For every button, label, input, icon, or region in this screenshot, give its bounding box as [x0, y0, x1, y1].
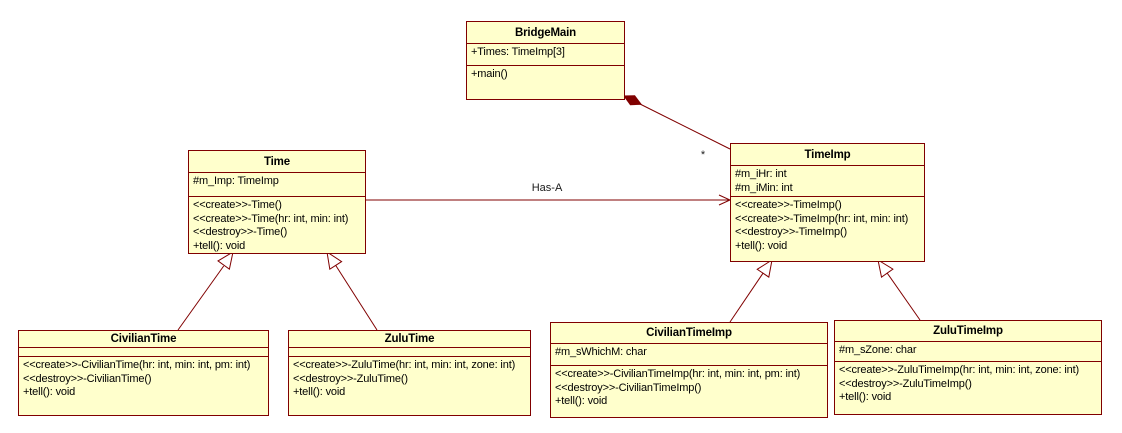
- class-methods: <<create>>-ZuluTime(hr: int, min: int, z…: [289, 357, 530, 415]
- generalization-triangle-icon: [217, 250, 234, 270]
- class-method: <<create>>-CivilianTimeImp(hr: int, min:…: [555, 368, 801, 380]
- generalization-triangle-icon: [756, 258, 773, 278]
- class-title: TimeImp: [731, 144, 924, 166]
- class-methods: <<create>>-CivilianTime(hr: int, min: in…: [19, 357, 268, 415]
- class-methods: +main(): [467, 66, 624, 99]
- generalization-zulutime-time: [326, 250, 378, 331]
- class-method: <<create>>-ZuluTime(hr: int, min: int, z…: [293, 359, 516, 371]
- class-method: +tell(): void: [193, 239, 246, 252]
- class-attribute: #m_iMin: int: [735, 181, 793, 194]
- class-method: <<create>>-Time(): [193, 199, 282, 211]
- class-method: +tell(): void: [293, 386, 346, 398]
- generalization-triangle-icon: [326, 250, 343, 271]
- class-method: <<destroy>>-CivilianTimeImp(): [555, 381, 702, 394]
- class-attributes: #m_Imp: TimeImp: [189, 173, 365, 197]
- generalization-line: [886, 272, 921, 321]
- composition-multiplicity-label: *: [701, 149, 706, 161]
- association-time-timeimp: Has-A: [366, 182, 732, 206]
- class-attribute: #m_sZone: char: [839, 344, 917, 356]
- class-attributes: +Times: TimeImp[3]: [467, 44, 624, 66]
- class-method: +main(): [471, 68, 508, 80]
- generalization-zulutimeimp-timeimp: [877, 258, 921, 321]
- class-attribute: +Times: TimeImp[3]: [471, 46, 565, 58]
- class-method: <<destroy>>-ZuluTimeImp(): [839, 377, 972, 390]
- class-methods: <<create>>-TimeImp() <<create>>-TimeImp(…: [731, 197, 924, 261]
- association-label: Has-A: [532, 182, 563, 194]
- class-attributes: [19, 348, 268, 357]
- class-title: CivilianTime: [19, 331, 268, 348]
- class-methods: <<create>>-ZuluTimeImp(hr: int, min: int…: [835, 362, 1101, 414]
- class-attributes: #m_sWhichM: char: [551, 344, 827, 366]
- class-method: +tell(): void: [735, 239, 788, 252]
- composition-line: [639, 103, 731, 150]
- class-method: <<create>>-CivilianTime(hr: int, min: in…: [23, 359, 251, 371]
- uml-class-civiliantime: CivilianTime <<create>>-CivilianTime(hr:…: [18, 330, 269, 416]
- class-method: +tell(): void: [555, 395, 608, 407]
- class-title: BridgeMain: [467, 22, 624, 44]
- generalization-line: [335, 265, 378, 331]
- class-method: <<create>>-TimeImp(hr: int, min: int): [735, 212, 909, 225]
- uml-class-civiliantimeimp: CivilianTimeImp #m_sWhichM: char <<creat…: [550, 322, 828, 418]
- class-method: +tell(): void: [839, 391, 892, 403]
- class-title: CivilianTimeImp: [551, 323, 827, 344]
- class-attributes: #m_iHr: int #m_iMin: int: [731, 166, 924, 197]
- class-attribute: #m_sWhichM: char: [555, 346, 647, 358]
- class-attributes: [289, 348, 530, 357]
- class-method: <<create>>-ZuluTimeImp(hr: int, min: int…: [839, 364, 1080, 376]
- uml-class-timeimp: TimeImp #m_iHr: int #m_iMin: int <<creat…: [730, 143, 925, 262]
- class-method: <<destroy>>-ZuluTime(): [293, 372, 408, 385]
- class-method: +tell(): void: [23, 386, 76, 398]
- generalization-civiliantime-time: [177, 250, 234, 331]
- generalization-line: [729, 272, 764, 323]
- class-attributes: #m_sZone: char: [835, 342, 1101, 362]
- composition-bridgemain-timeimp: *: [623, 95, 731, 161]
- class-methods: <<create>>-CivilianTimeImp(hr: int, min:…: [551, 366, 827, 417]
- generalization-triangle-icon: [877, 258, 894, 278]
- class-title: ZuluTimeImp: [835, 321, 1101, 342]
- generalization-civiliantimeimp-timeimp: [729, 258, 773, 323]
- uml-class-time: Time #m_Imp: TimeImp <<create>>-Time() <…: [188, 150, 366, 254]
- generalization-line: [177, 265, 225, 331]
- class-title: ZuluTime: [289, 331, 530, 348]
- uml-class-bridgemain: BridgeMain +Times: TimeImp[3] +main(): [466, 21, 625, 100]
- class-title: Time: [189, 151, 365, 173]
- class-method: <<create>>-Time(hr: int, min: int): [193, 212, 349, 225]
- class-method: <<destroy>>-TimeImp(): [735, 226, 847, 238]
- class-attribute: #m_iHr: int: [735, 168, 787, 180]
- class-method: <<destroy>>-CivilianTime(): [23, 372, 152, 385]
- uml-class-zulutimeimp: ZuluTimeImp #m_sZone: char <<create>>-Zu…: [834, 320, 1102, 415]
- uml-class-zulutime: ZuluTime <<create>>-ZuluTime(hr: int, mi…: [288, 330, 531, 416]
- composition-diamond-icon: [623, 95, 643, 106]
- class-methods: <<create>>-Time() <<create>>-Time(hr: in…: [189, 197, 365, 253]
- class-attribute: #m_Imp: TimeImp: [193, 175, 279, 187]
- class-method: <<destroy>>-Time(): [193, 226, 288, 238]
- class-method: <<create>>-TimeImp(): [735, 199, 842, 211]
